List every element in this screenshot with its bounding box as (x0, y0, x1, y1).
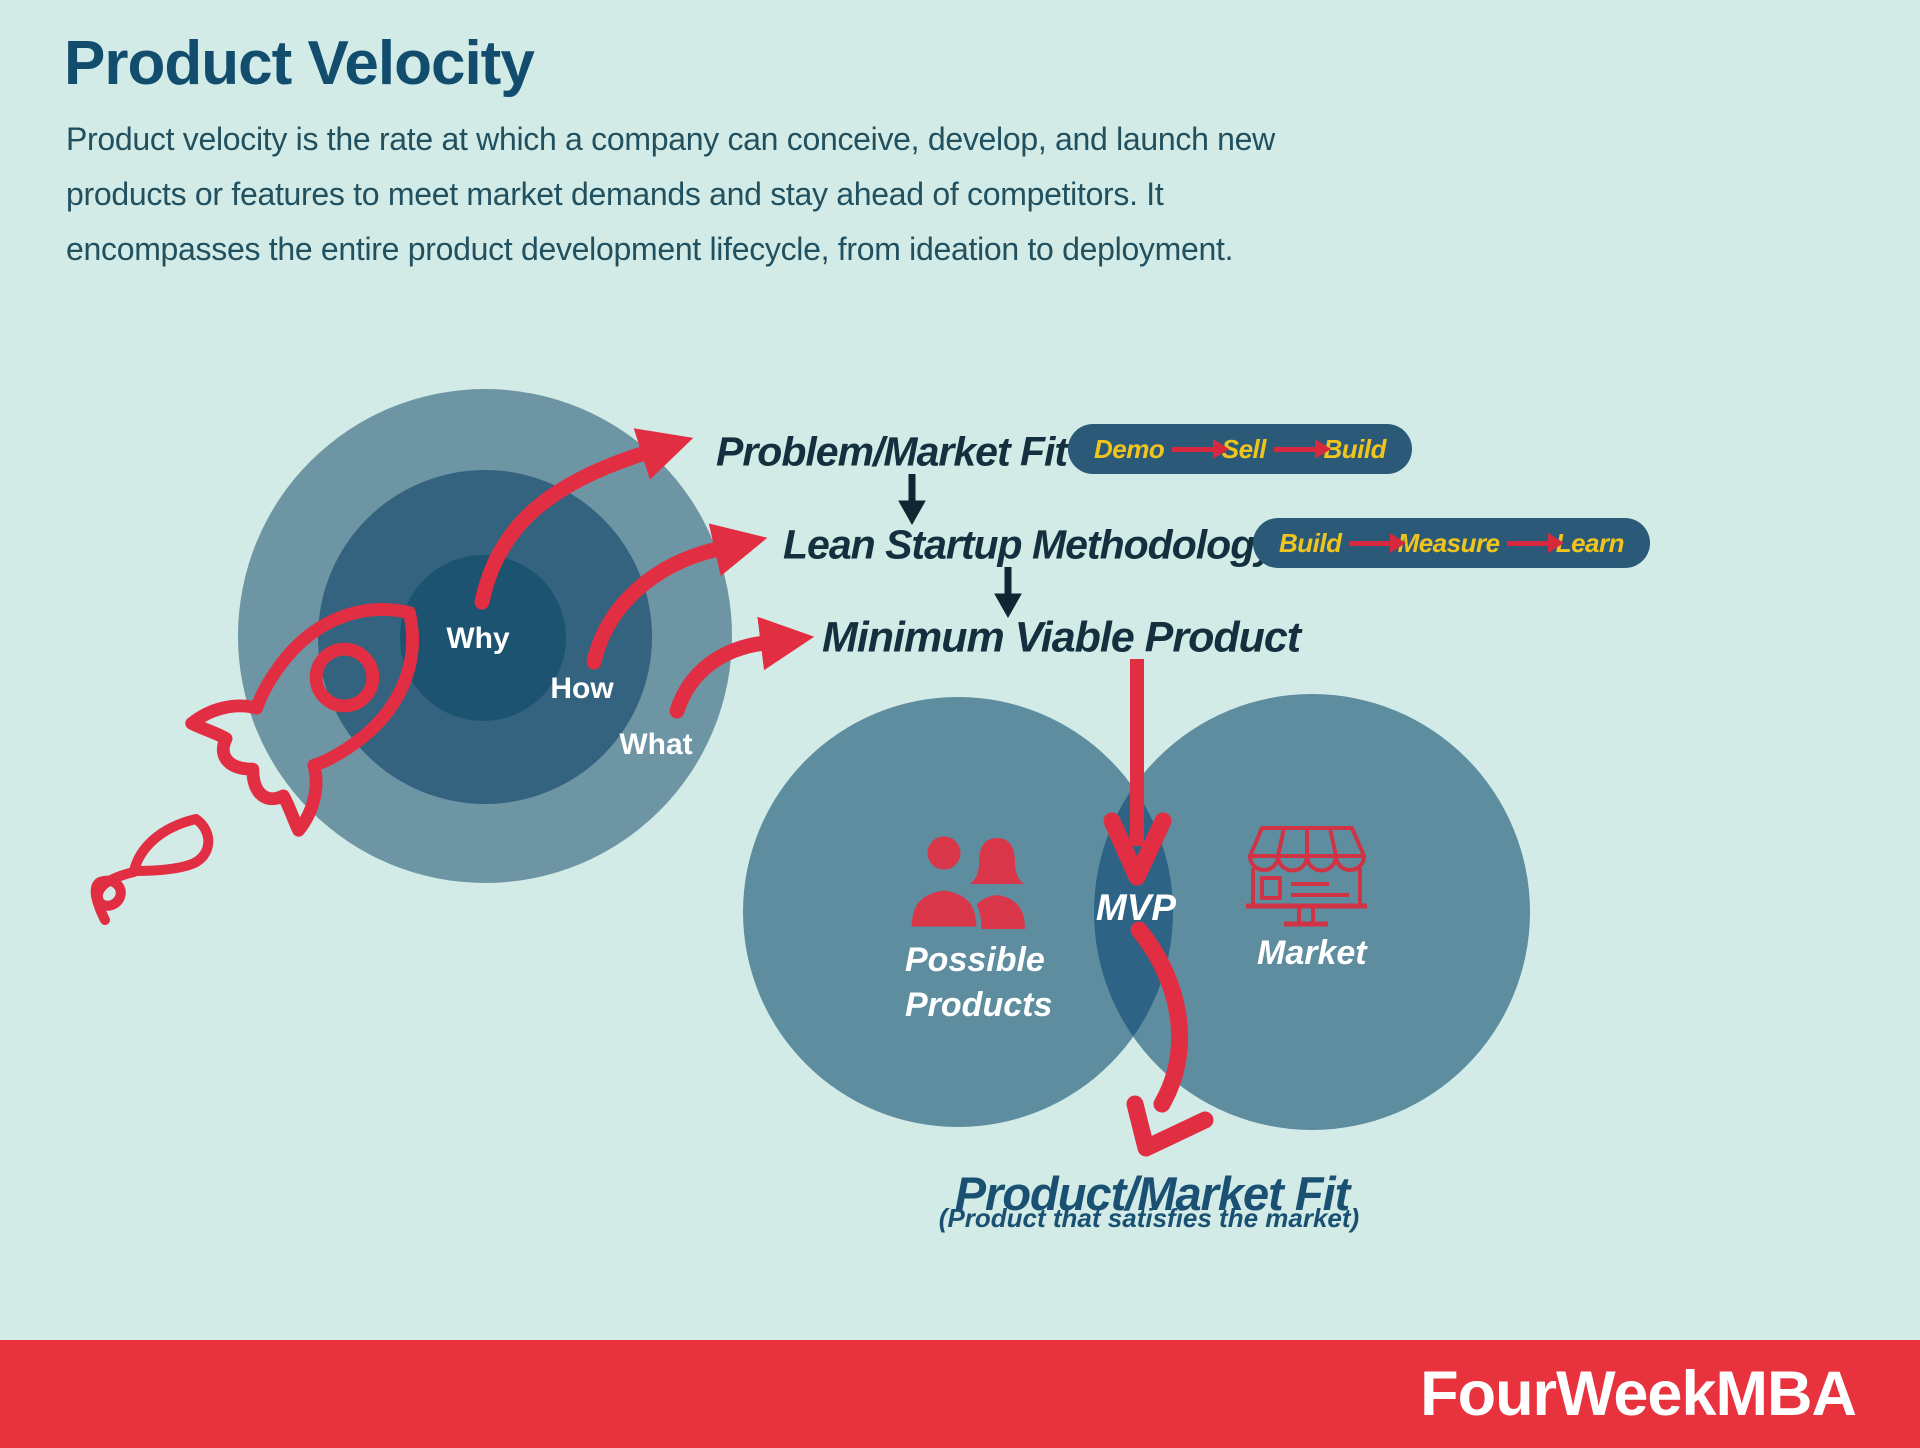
rocket-smoke-swirl-icon (90, 867, 139, 925)
demo-sell-build-pill: Demo Sell Build (1068, 424, 1412, 474)
arrow-to-problem-market-fit (474, 428, 694, 610)
venn-right-label: Market (1257, 934, 1367, 972)
storefront-icon (1246, 826, 1367, 927)
ring-inner (400, 555, 566, 721)
mvp-down-arrow (1103, 659, 1172, 886)
pill-item: Build (1323, 433, 1387, 464)
pill-item: Build (1279, 527, 1342, 558)
rocket-flame-icon (129, 814, 214, 876)
step-label-minimum-viable-product: Minimum Viable Product (822, 613, 1301, 662)
pill-item: Demo (1094, 433, 1165, 464)
ring-label-why: Why (446, 622, 510, 655)
product-market-fit-subtitle: (Product that satisfies the market) (938, 1203, 1360, 1233)
page-title: Product Velocity (64, 29, 535, 98)
pill-item: Measure (1397, 527, 1501, 558)
page-description: Product velocity is the rate at which a … (66, 112, 1275, 277)
venn-left-label: Possible Products (905, 938, 1052, 1028)
mvp-to-pmf-arrow (1126, 921, 1214, 1157)
venn-overlap-label: MVP (1095, 887, 1177, 928)
ring-label-what: What (619, 728, 693, 761)
arrow-right-icon (1273, 439, 1331, 459)
step-label-problem-market-fit: Problem/Market Fit (716, 428, 1068, 475)
step-label-lean-startup: Lean Startup Methodology (783, 521, 1277, 568)
arrow-right-icon (1506, 533, 1564, 553)
arrow-right-icon (1348, 533, 1406, 553)
description-line: encompasses the entire product developme… (66, 231, 1234, 267)
pill-item: Sell (1221, 433, 1267, 464)
build-measure-learn-pill: Build Measure Learn (1253, 518, 1650, 568)
brand-logo: FourWeekMBA (1420, 1359, 1857, 1429)
arrow-right-icon (1172, 439, 1229, 459)
venn-left-label-line2: Products (905, 986, 1053, 1024)
rocket-icon (90, 603, 419, 925)
arrow-to-mvp (669, 616, 815, 719)
description-line: Product velocity is the rate at which a … (66, 121, 1275, 157)
arrow-to-lean-startup (586, 523, 768, 670)
product-market-fit-title: Product/Market Fit (954, 1167, 1351, 1220)
description-line: products or features to meet market dema… (66, 176, 1164, 212)
venn-left-label-line1: Possible (905, 941, 1045, 979)
flow-arrows (474, 428, 815, 719)
footer-bar: FourWeekMBA (0, 1340, 1920, 1448)
golden-circle (238, 389, 732, 883)
users-icon (906, 831, 1025, 932)
pill-item: Learn (1555, 527, 1625, 558)
step-connector-arrows (898, 474, 1022, 619)
ring-label-how: How (550, 672, 614, 705)
